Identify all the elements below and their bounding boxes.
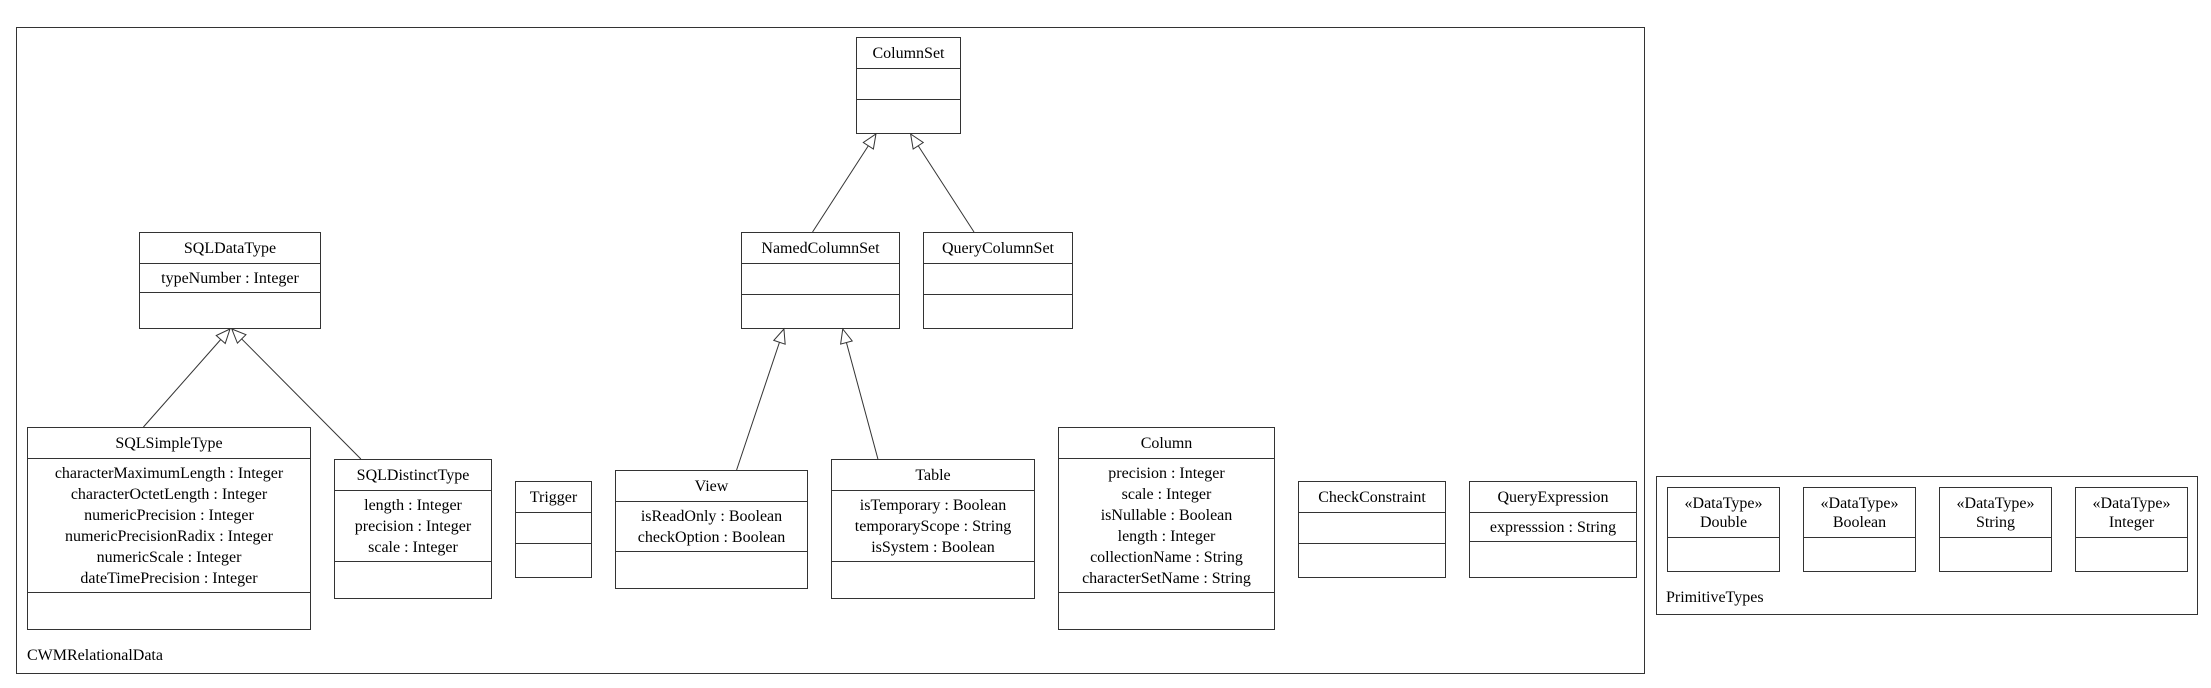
class-operations — [2076, 538, 2187, 571]
class-attribute: numericPrecisionRadix : Integer — [65, 528, 273, 545]
class-trigger[interactable]: Trigger — [515, 481, 592, 578]
class-stereotype: «DataType» — [2092, 495, 2171, 512]
class-name: «DataType» String — [1940, 488, 2051, 538]
class-operations — [516, 544, 591, 577]
class-attributes: isReadOnly : Boolean checkOption : Boolea… — [616, 502, 807, 552]
class-name-text: Double — [1699, 514, 1748, 531]
class-column[interactable]: Column precision : Integer scale : Intege… — [1058, 427, 1275, 630]
class-operations — [1804, 538, 1915, 571]
class-attribute: typeNumber : Integer — [161, 270, 299, 287]
class-attributes: isTemporary : Boolean temporaryScope : St… — [832, 491, 1034, 562]
class-operations — [1299, 544, 1445, 577]
class-attributes — [1299, 513, 1445, 544]
class-name: ColumnSet — [857, 38, 960, 69]
class-checkconstraint[interactable]: CheckConstraint — [1298, 481, 1446, 578]
class-name-text: String — [1975, 514, 2016, 531]
class-name: «DataType» Double — [1668, 488, 1779, 538]
class-name: QueryColumnSet — [924, 233, 1072, 264]
class-name-text: Boolean — [1832, 514, 1887, 531]
class-boolean[interactable]: «DataType» Boolean — [1803, 487, 1916, 572]
class-stereotype: «DataType» — [1956, 495, 2035, 512]
class-attribute: checkOption : Boolean — [637, 529, 786, 546]
class-name: SQLDistinctType — [335, 460, 491, 491]
class-attribute: length : Integer — [364, 497, 462, 514]
class-operations — [28, 593, 310, 629]
class-operations — [924, 295, 1072, 328]
class-name: SQLSimpleType — [28, 428, 310, 459]
class-integer[interactable]: «DataType» Integer — [2075, 487, 2188, 572]
class-name: Trigger — [516, 482, 591, 513]
class-attribute: length : Integer — [1117, 528, 1216, 545]
class-attributes: precision : Integer scale : Integer isNull… — [1059, 459, 1274, 593]
class-string[interactable]: «DataType» String — [1939, 487, 2052, 572]
class-attributes: expresssion : String — [1470, 513, 1636, 542]
class-attribute: isSystem : Boolean — [871, 539, 995, 556]
class-sqldatatype[interactable]: SQLDataType typeNumber : Integer — [139, 232, 321, 329]
class-operations — [335, 562, 491, 598]
class-attributes — [742, 264, 899, 295]
class-attribute: precision : Integer — [354, 518, 472, 535]
class-operations — [616, 552, 807, 588]
class-querycolumnset[interactable]: QueryColumnSet — [923, 232, 1073, 329]
class-double[interactable]: «DataType» Double — [1667, 487, 1780, 572]
class-view[interactable]: View isReadOnly : Boolean checkOption : B… — [615, 470, 808, 589]
class-table[interactable]: Table isTemporary : Boolean temporaryScop… — [831, 459, 1035, 599]
class-name: Column — [1059, 428, 1274, 459]
package-label: CWMRelationalData — [27, 647, 163, 664]
class-name: SQLDataType — [140, 233, 320, 264]
class-operations — [1470, 542, 1636, 577]
class-attribute: expresssion : String — [1489, 519, 1617, 536]
class-attribute: precision : Integer — [1108, 465, 1225, 482]
class-attribute: characterOctetLength : Integer — [70, 486, 268, 503]
class-attributes: typeNumber : Integer — [140, 264, 320, 293]
class-attribute: characterMaximumLength : Integer — [54, 465, 284, 482]
class-attributes: length : Integer precision : Integer scale… — [335, 491, 491, 562]
class-attribute: numericScale : Integer — [96, 549, 242, 566]
class-stereotype: «DataType» — [1684, 495, 1763, 512]
class-operations — [1059, 593, 1274, 629]
class-name: NamedColumnSet — [742, 233, 899, 264]
class-attribute: isTemporary : Boolean — [859, 497, 1007, 514]
class-attribute: characterSetName : String — [1082, 570, 1251, 587]
class-columnset[interactable]: ColumnSet — [856, 37, 961, 134]
class-stereotype: «DataType» — [1820, 495, 1899, 512]
class-attribute: dateTimePrecision : Integer — [80, 570, 258, 587]
class-sqldistincttype[interactable]: SQLDistinctType length : Integer precisio… — [334, 459, 492, 599]
class-attribute: numericPrecision : Integer — [84, 507, 254, 524]
class-operations — [832, 562, 1034, 598]
class-operations — [1668, 538, 1779, 571]
class-operations — [857, 100, 960, 133]
class-name-text: Integer — [2108, 514, 2155, 531]
class-namedcolumnset[interactable]: NamedColumnSet — [741, 232, 900, 329]
class-attribute: temporaryScope : String — [854, 518, 1012, 535]
class-attribute: isNullable : Boolean — [1100, 507, 1233, 524]
class-attributes — [857, 69, 960, 100]
class-attribute: collectionName : String — [1090, 549, 1243, 566]
class-name: Table — [832, 460, 1034, 491]
class-name: CheckConstraint — [1299, 482, 1445, 513]
class-name: View — [616, 471, 807, 502]
class-attribute: isReadOnly : Boolean — [640, 508, 783, 525]
class-name: «DataType» Integer — [2076, 488, 2187, 538]
class-attributes — [924, 264, 1072, 295]
class-attribute: scale : Integer — [1121, 486, 1212, 503]
class-name: «DataType» Boolean — [1804, 488, 1915, 538]
class-sqlsimpletype[interactable]: SQLSimpleType characterMaximumLength : I… — [27, 427, 311, 630]
class-operations — [742, 295, 899, 328]
class-attribute: scale : Integer — [368, 539, 458, 556]
package-label: PrimitiveTypes — [1666, 589, 1764, 606]
class-attributes: characterMaximumLength : Integer characte… — [28, 459, 310, 593]
class-operations — [140, 293, 320, 328]
class-queryexpression[interactable]: QueryExpression expresssion : String — [1469, 481, 1637, 578]
class-attributes — [516, 513, 591, 544]
class-operations — [1940, 538, 2051, 571]
class-name: QueryExpression — [1470, 482, 1636, 513]
